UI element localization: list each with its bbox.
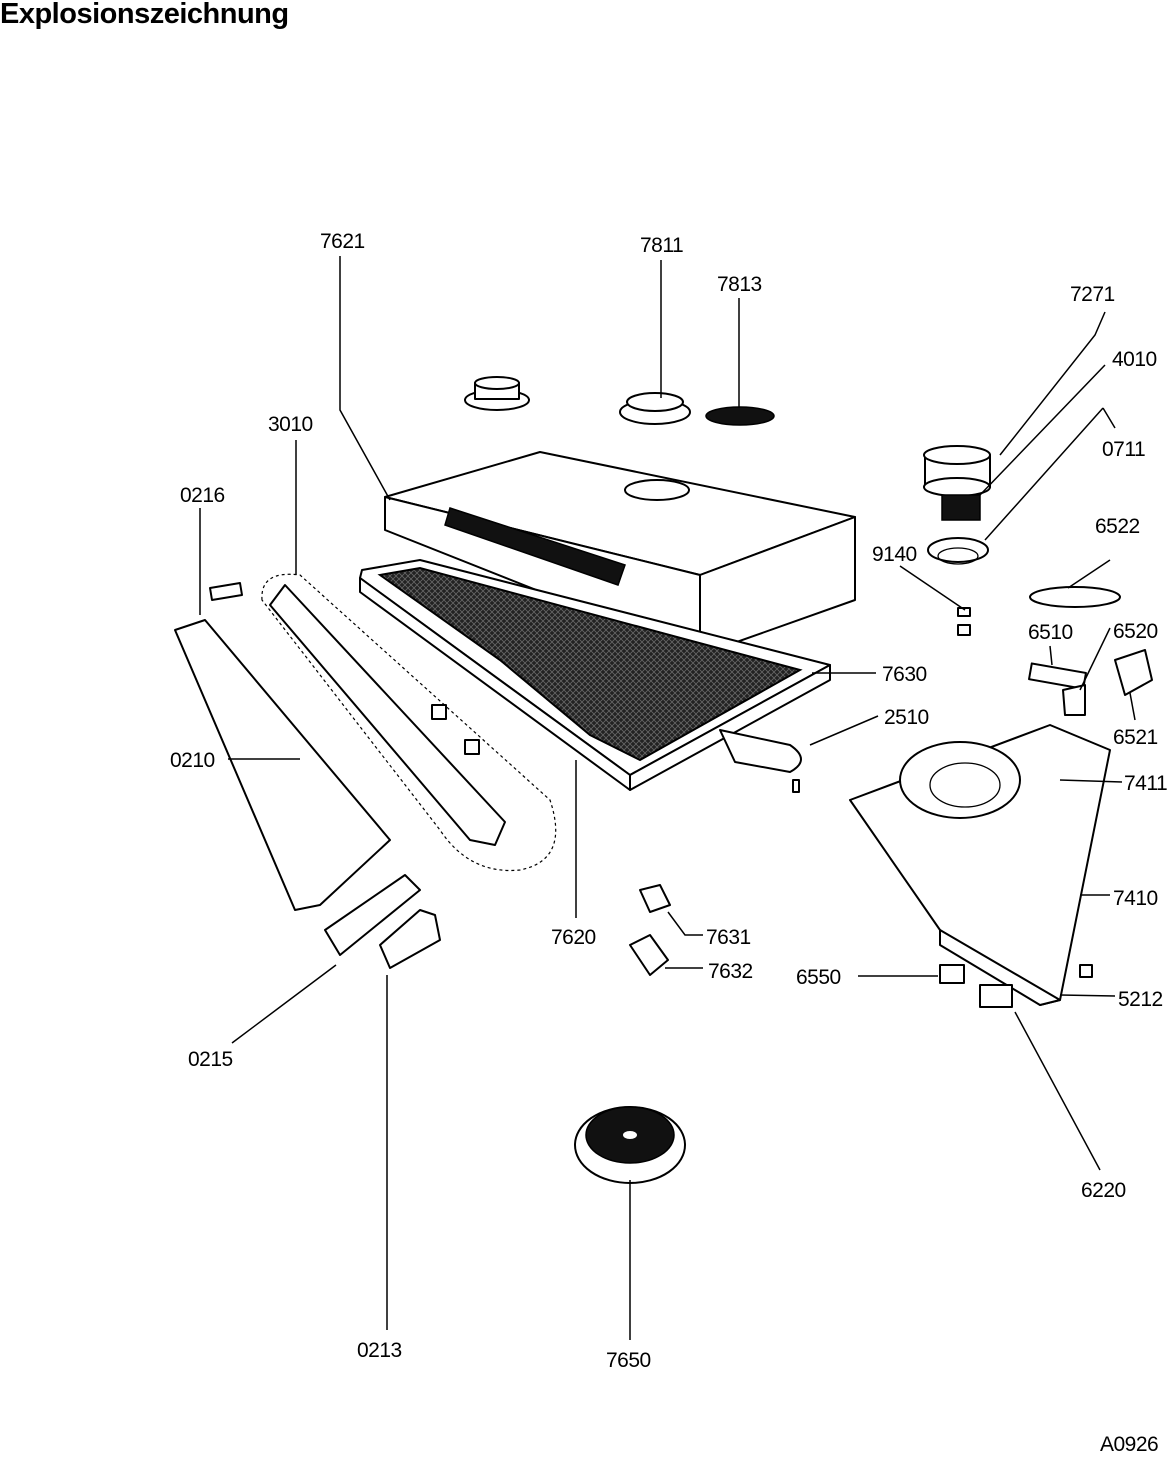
part-7410-fan-housing <box>849 724 1111 1006</box>
part-7632 <box>629 934 669 976</box>
callout-7630: 7630 <box>882 663 927 686</box>
callout-7811: 7811 <box>640 234 683 257</box>
callout-7631: 7631 <box>706 926 751 949</box>
drawing-code: A0926 <box>1100 1433 1158 1456</box>
callout-7650: 7650 <box>606 1349 651 1372</box>
part-7631 <box>639 884 671 913</box>
callout-3010: 3010 <box>268 413 313 436</box>
callout-7813: 7813 <box>717 273 762 296</box>
callout-7632: 7632 <box>708 960 753 983</box>
callout-2510: 2510 <box>884 706 929 729</box>
callout-6550: 6550 <box>796 966 841 989</box>
callout-0215: 0215 <box>188 1048 233 1071</box>
part-7811-collar <box>619 392 691 425</box>
part-duct-collar-left <box>464 376 530 411</box>
callout-5212: 5212 <box>1118 988 1163 1011</box>
callout-0216: 0216 <box>180 484 225 507</box>
callout-0210: 0210 <box>170 749 215 772</box>
part-7650-charcoal-filter <box>574 1106 686 1184</box>
callout-4010: 4010 <box>1112 348 1157 371</box>
part-9140 <box>957 607 971 636</box>
callout-0213: 0213 <box>357 1339 402 1362</box>
part-7271-motor <box>923 445 991 497</box>
part-6521 <box>1114 649 1153 696</box>
part-0215-end-cap <box>324 874 421 956</box>
callout-9140: 9140 <box>872 543 917 566</box>
callout-6220: 6220 <box>1081 1179 1126 1202</box>
part-6510-6520 <box>1028 662 1087 716</box>
part-5212 <box>1079 964 1093 978</box>
leader-lines <box>199 256 1136 1340</box>
callout-7271: 7271 <box>1070 283 1115 306</box>
vent-slots <box>444 507 626 586</box>
part-6550 <box>939 964 965 984</box>
callout-6521: 6521 <box>1113 726 1158 749</box>
part-3010-handle <box>261 573 557 872</box>
callout-6520: 6520 <box>1113 620 1158 643</box>
callout-6510: 6510 <box>1028 621 1073 644</box>
part-7630-base-tray <box>359 559 831 791</box>
callout-7621: 7621 <box>320 230 365 253</box>
callout-6522: 6522 <box>1095 515 1140 538</box>
part-2510-cover <box>719 729 802 793</box>
part-0711-fan <box>927 537 989 565</box>
part-0213-switch <box>379 909 441 969</box>
callout-7411: 7411 <box>1124 772 1167 795</box>
page-title: Explosionszeichnung <box>0 0 289 30</box>
part-0210-glass <box>174 582 391 911</box>
part-4010 <box>941 494 981 521</box>
callout-7620: 7620 <box>551 926 596 949</box>
part-6220 <box>979 984 1013 1008</box>
part-7813-filter <box>705 406 775 426</box>
part-6522 <box>1029 586 1121 608</box>
callout-0711: 0711 <box>1102 438 1145 461</box>
callout-7410: 7410 <box>1113 887 1158 910</box>
